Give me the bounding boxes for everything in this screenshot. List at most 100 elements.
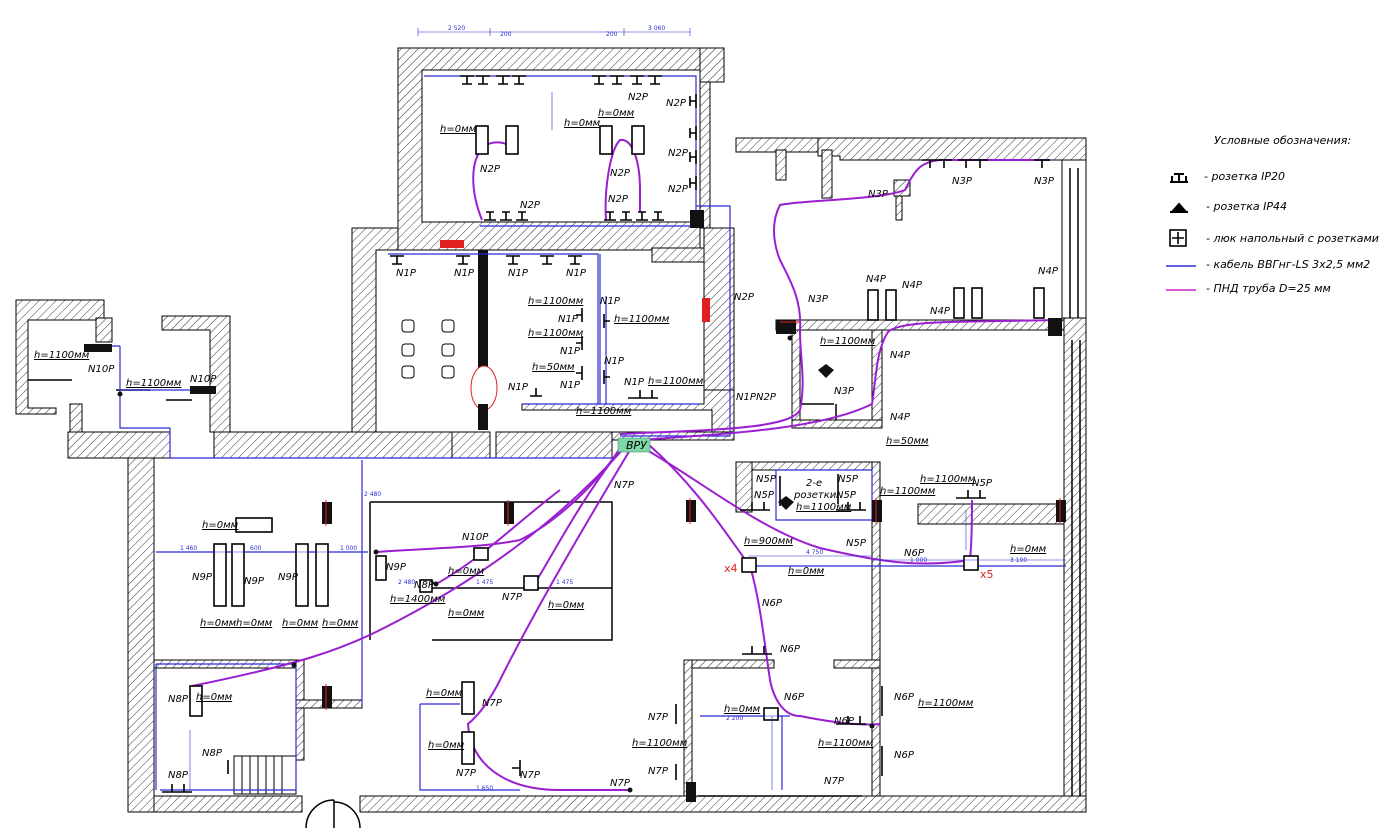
legend-item-label: - розетка IP20	[1204, 170, 1285, 183]
door-swing	[305, 799, 361, 829]
circuit-label: N7P	[520, 770, 541, 781]
circuit-label: N3P	[868, 189, 889, 200]
circuit-label: N1P	[454, 268, 475, 279]
wall-n10-outer	[15, 299, 105, 415]
legend-row-pipe: - ПНД труба D=25 мм	[1166, 282, 1331, 295]
circuit-label: N9P	[278, 572, 299, 583]
socket-ip44-icon	[1169, 202, 1189, 213]
red-marker-2	[702, 298, 710, 322]
legend-row-cable: - кабель ВВГнг-LS 3х2,5 мм2	[1166, 258, 1370, 271]
height-label: h=0мм	[1010, 544, 1047, 555]
socket-group-n2-top	[460, 75, 662, 85]
multipliers: x4 x5	[724, 562, 994, 581]
circuit-label: N2P	[610, 168, 631, 179]
pipe-n5	[639, 445, 973, 565]
circuit-label: N7P	[648, 766, 669, 777]
socket-group-n2-bottom	[484, 211, 664, 221]
dimension-texts: 2 520 200 200 3 060 2 480 1 460 600 1 00…	[180, 25, 1027, 792]
wall-main-horizontal-4	[495, 431, 613, 459]
circuit-label: N1P	[566, 268, 587, 279]
wall-n1-left	[351, 227, 399, 433]
height-label: h=1100мм	[576, 406, 632, 417]
dimension-text: 4 750	[806, 549, 823, 556]
vru-panel: ВРУ	[617, 437, 651, 453]
dimension-text: 1 460	[180, 545, 197, 552]
height-label: h=1100мм	[648, 376, 704, 387]
partition-window-right	[1069, 168, 1081, 796]
circuit-label: N6P	[780, 644, 801, 655]
note-text: 2-е	[806, 478, 822, 489]
height-label: h=1100мм	[796, 502, 852, 513]
wall-main-horizontal-3	[451, 431, 491, 459]
dimension-text: 1 000	[910, 557, 927, 564]
circuit-label: N8P	[168, 770, 189, 781]
legend-row-floor-box: - люк напольный с розетками	[1169, 229, 1379, 247]
circuit-label: N1P	[736, 392, 757, 403]
wall-n5-right-room	[917, 503, 1065, 525]
circuit-label: N2P	[668, 184, 689, 195]
circuit-label: N4P	[890, 412, 911, 423]
height-label: h=50мм	[886, 436, 929, 447]
socket-ip20-icon	[1170, 173, 1188, 183]
circuit-label: N5P	[756, 474, 777, 485]
circuit-label: N7P	[824, 776, 845, 787]
circuit-label: N6P	[904, 548, 925, 559]
dimension-text: 2 200	[726, 715, 743, 722]
circuit-label: N6P	[762, 598, 783, 609]
circuit-label: N2P	[734, 292, 755, 303]
circuit-label: N7P	[610, 778, 631, 789]
circuit-label: N1P	[508, 382, 529, 393]
height-labels: h=0мм h=0мм h=0мм h=1100мм h=1100мм h=11…	[34, 108, 1047, 751]
height-label: h=0мм	[564, 118, 601, 129]
wall-n6-top	[683, 659, 775, 669]
dimension-text: 200	[606, 31, 618, 38]
circuit-label: N8P	[414, 580, 435, 591]
circuit-label: N1P	[624, 377, 645, 388]
height-label: h=1400мм	[390, 594, 446, 605]
height-label: h=900мм	[744, 536, 793, 547]
floor-box-icon	[1169, 229, 1187, 247]
pipe-n2-right	[604, 138, 641, 221]
note-text: розетки	[793, 490, 837, 501]
vru-panel-box	[617, 437, 651, 453]
circuit-label: N6P	[784, 692, 805, 703]
junction-dots	[117, 335, 875, 793]
height-label: h=0мм	[548, 600, 585, 611]
circuit-label: N2P	[756, 392, 777, 403]
legend-item-label: - розетка IP44	[1206, 200, 1287, 213]
dimension-text: 600	[250, 545, 262, 552]
circuit-label: N9P	[244, 576, 265, 587]
circuit-label: N10P	[88, 364, 115, 375]
circuit-label: N8P	[202, 748, 223, 759]
circuit-label: N5P	[972, 478, 993, 489]
floor-boxes-n4	[867, 287, 1045, 321]
height-label: h=1100мм	[632, 738, 688, 749]
circuit-label: N9P	[386, 562, 407, 573]
height-label: h=1100мм	[528, 296, 584, 307]
legend: Условные обозначения: - розетка IP20 - р…	[1166, 134, 1379, 295]
circuit-label: N5P	[836, 490, 857, 501]
height-label: h=0мм	[428, 740, 465, 751]
floor-boxes-n2	[475, 125, 645, 155]
dimension-text: 3 190	[1010, 557, 1027, 564]
height-label: h=0мм	[598, 108, 635, 119]
height-label: h=0мм	[724, 704, 761, 715]
height-label: h=1100мм	[614, 314, 670, 325]
circuit-label: N4P	[930, 306, 951, 317]
height-label: h=0мм	[200, 618, 237, 629]
red-ticks	[325, 321, 1061, 710]
thin-partitions	[28, 168, 1081, 829]
circuit-label: N7P	[502, 592, 523, 603]
circuit-label: N4P	[902, 280, 923, 291]
height-label: h=0мм	[448, 566, 485, 577]
wall-right-outer	[1063, 317, 1087, 813]
circuit-label: N4P	[1038, 266, 1059, 277]
circuit-label: N2P	[520, 200, 541, 211]
wall-bottom-2	[359, 795, 1087, 813]
multiplier-label: x4	[724, 562, 738, 575]
wall-main-horizontal	[67, 431, 171, 459]
circuit-label: N1P	[600, 296, 621, 307]
pipe-n8	[191, 445, 627, 687]
circuit-label: N4P	[866, 274, 887, 285]
